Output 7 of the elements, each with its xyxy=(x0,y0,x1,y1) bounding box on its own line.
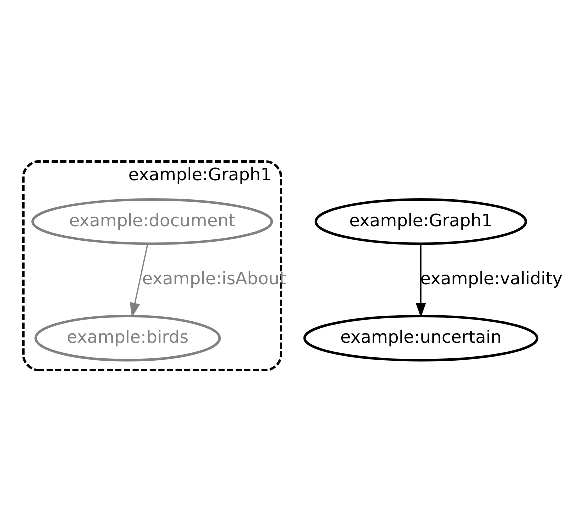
arrow xyxy=(416,244,426,318)
node-ellipse: example:Graph1 xyxy=(314,198,528,246)
arrow xyxy=(130,244,149,318)
node-ellipse: example:uncertain xyxy=(304,315,539,362)
node-ellipse: example:birds xyxy=(34,315,222,362)
node-ellipse: example:document xyxy=(32,198,274,246)
edge-label: example:validity xyxy=(420,270,563,290)
